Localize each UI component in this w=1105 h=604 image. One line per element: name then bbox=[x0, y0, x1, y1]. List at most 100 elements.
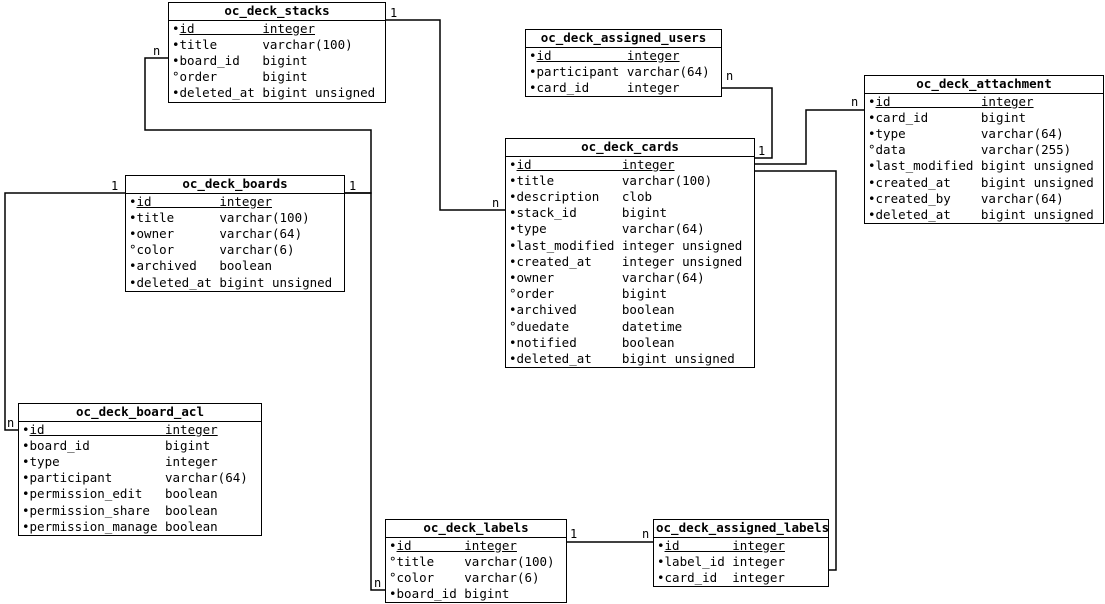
entity-oc_deck_board_acl: oc_deck_board_acl•id integer•board_id bi… bbox=[18, 403, 262, 536]
entity-oc_deck_labels: oc_deck_labels•id integer°title varchar(… bbox=[385, 519, 567, 604]
field-text: card_id integer bbox=[664, 569, 785, 585]
field-row-title: •title varchar(100) bbox=[169, 37, 385, 53]
entity-oc_deck_assigned_users: oc_deck_assigned_users•id integer•partic… bbox=[525, 29, 722, 98]
field-text: deleted_at bigint unsigned bbox=[875, 206, 1094, 222]
field-row-id: •id integer bbox=[126, 194, 344, 210]
required-bullet-icon: • bbox=[529, 63, 537, 79]
field-row-participant: •participant varchar(64) bbox=[19, 470, 261, 486]
relationship-boards-to-labels bbox=[345, 192, 385, 591]
field-text: order bigint bbox=[516, 286, 668, 302]
field-text: title varchar(100) bbox=[396, 553, 555, 569]
required-bullet-icon: • bbox=[22, 470, 30, 486]
field-text: title varchar(100) bbox=[136, 209, 310, 225]
primary-key-field-text: id integer bbox=[875, 93, 1034, 109]
required-bullet-icon: • bbox=[657, 553, 665, 569]
field-row-id: •id integer bbox=[169, 21, 385, 37]
field-text: type integer bbox=[29, 453, 218, 469]
cardinality-label-n: n bbox=[374, 576, 381, 590]
required-bullet-icon: • bbox=[868, 174, 876, 190]
entity-oc_deck_boards: oc_deck_boards•id integer•title varchar(… bbox=[125, 175, 345, 292]
required-bullet-icon: • bbox=[172, 36, 180, 52]
required-bullet-icon: • bbox=[22, 502, 30, 518]
nullable-circle-icon: ° bbox=[868, 142, 876, 158]
field-text: card_id integer bbox=[536, 79, 680, 95]
relationship-cards-to-attachment bbox=[755, 109, 864, 165]
field-row-permission_manage: •permission_manage boolean bbox=[19, 519, 261, 535]
required-bullet-icon: • bbox=[868, 190, 876, 206]
required-bullet-icon: • bbox=[509, 253, 517, 269]
primary-key-field-text: id integer bbox=[179, 20, 315, 36]
cardinality-label-n: n bbox=[7, 416, 14, 430]
field-row-duedate: °duedate datetime bbox=[506, 319, 754, 335]
field-text: title varchar(100) bbox=[179, 36, 353, 52]
field-row-board_id: •board_id bigint bbox=[19, 438, 261, 454]
field-row-archived: •archived boolean bbox=[506, 302, 754, 318]
field-row-board_id: •board_id bigint bbox=[169, 53, 385, 69]
entity-oc_deck_cards: oc_deck_cards • id integer • title varchar(1… bbox=[505, 138, 755, 369]
field-row-archived: •archived boolean bbox=[126, 258, 344, 274]
field-text: permission_edit boolean bbox=[29, 486, 218, 502]
required-bullet-icon: • bbox=[172, 85, 180, 101]
field-text: owner varchar(64) bbox=[516, 269, 705, 285]
cardinality-label-n: n bbox=[642, 527, 649, 541]
entity-oc_deck_assigned_labels: oc_deck_assigned_labels•id integer•label… bbox=[653, 519, 829, 588]
field-text: permission_share boolean bbox=[29, 502, 218, 518]
field-row-stack_id: •stack_id bigint bbox=[506, 205, 754, 221]
required-bullet-icon: • bbox=[172, 20, 180, 36]
required-bullet-icon: • bbox=[129, 193, 137, 209]
field-text: card_id bigint bbox=[875, 109, 1027, 125]
field-row-participant: •participant varchar(64) bbox=[526, 64, 721, 80]
field-text: created_at integer unsigned bbox=[516, 253, 743, 269]
required-bullet-icon: • bbox=[389, 586, 397, 602]
field-text: owner varchar(64) bbox=[136, 225, 303, 241]
field-row-title: •title varchar(100) bbox=[126, 210, 344, 226]
nullable-circle-icon: ° bbox=[129, 242, 137, 258]
field-row-id: •id integer bbox=[654, 538, 828, 554]
field-row-card_id: •card_id bigint bbox=[865, 110, 1103, 126]
field-text: stack_id bigint bbox=[516, 205, 668, 221]
field-row-deleted_at: •deleted_at bigint unsigned bbox=[506, 351, 754, 367]
field-text: created_at bigint unsigned bbox=[875, 174, 1094, 190]
field-row-deleted_at: •deleted_at bigint unsigned bbox=[169, 85, 385, 101]
field-row-created_by: •created_by varchar(64) bbox=[865, 191, 1103, 207]
field-row-id: •id integer bbox=[19, 422, 261, 438]
entity-title-oc_deck_boards: oc_deck_boards bbox=[126, 176, 344, 194]
field-text: label_id integer bbox=[664, 553, 785, 569]
entity-oc_deck_stacks: oc_deck_stacks•id integer•title varchar(… bbox=[168, 2, 386, 103]
field-text: participant varchar(64) bbox=[536, 63, 710, 79]
nullable-circle-icon: ° bbox=[389, 553, 397, 569]
field-text: color varchar(6) bbox=[136, 242, 295, 258]
primary-key-field-text: id integer bbox=[516, 156, 675, 172]
entity-title-oc_deck_assigned_labels: oc_deck_assigned_labels bbox=[654, 520, 828, 538]
field-text: title varchar(100) bbox=[516, 172, 713, 188]
nullable-circle-icon: ° bbox=[509, 318, 517, 334]
field-text: description clob bbox=[516, 188, 652, 204]
required-bullet-icon: • bbox=[657, 537, 665, 553]
field-row-type: •type varchar(64) bbox=[506, 221, 754, 237]
field-text: data varchar(255) bbox=[875, 142, 1072, 158]
required-bullet-icon: • bbox=[509, 334, 517, 350]
relationship-cards-to-assigned-labels bbox=[755, 170, 837, 571]
entity-title-oc_deck_attachment: oc_deck_attachment bbox=[865, 76, 1103, 94]
field-row-deleted_at: •deleted_at bigint unsigned bbox=[126, 275, 344, 291]
field-row-id: •id integer bbox=[526, 48, 721, 64]
required-bullet-icon: • bbox=[22, 486, 30, 502]
required-bullet-icon: • bbox=[22, 518, 30, 534]
entity-oc_deck_attachment: oc_deck_attachment•id integer•card_id bi… bbox=[864, 75, 1104, 225]
cardinality-label-1: 1 bbox=[111, 179, 118, 193]
required-bullet-icon: • bbox=[389, 537, 397, 553]
required-bullet-icon: • bbox=[22, 437, 30, 453]
required-bullet-icon: • bbox=[529, 79, 537, 95]
field-row-card_id: •card_id integer bbox=[654, 570, 828, 586]
field-row-permission_edit: •permission_edit boolean bbox=[19, 486, 261, 502]
required-bullet-icon: • bbox=[509, 221, 517, 237]
field-row-type: •type varchar(64) bbox=[865, 126, 1103, 142]
required-bullet-icon: • bbox=[22, 421, 30, 437]
required-bullet-icon: • bbox=[868, 158, 876, 174]
cardinality-label-n: n bbox=[851, 95, 858, 109]
cardinality-label-1: 1 bbox=[349, 179, 356, 193]
required-bullet-icon: • bbox=[129, 225, 137, 241]
entity-title-oc_deck_cards: oc_deck_cards bbox=[506, 139, 754, 157]
primary-key-field-text: id integer bbox=[136, 193, 272, 209]
